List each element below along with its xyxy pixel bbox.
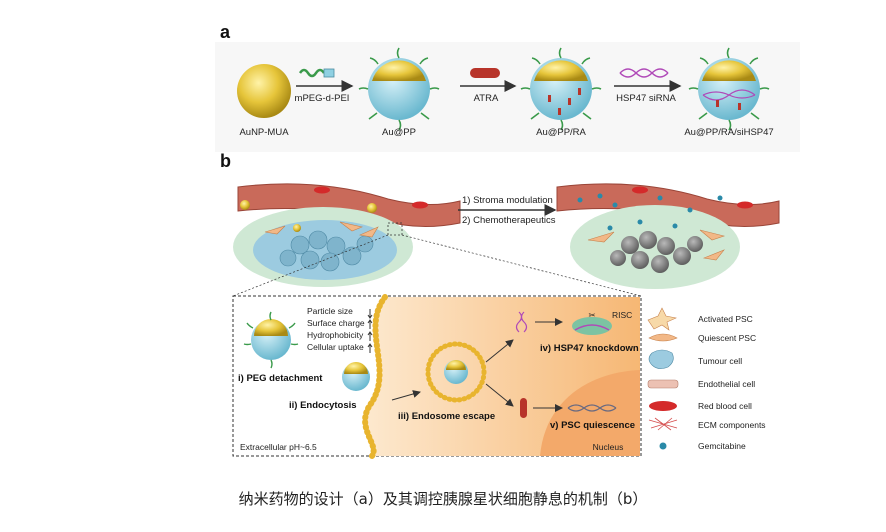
au-pp-ra-particle xyxy=(520,47,602,131)
property-hydrophobicity: Hydrophobicity xyxy=(307,330,364,340)
legend-icon-red-blood-cell xyxy=(649,401,677,411)
legend-endothelial-cell: Endothelial cell xyxy=(698,379,755,389)
arrow-label-atra: ATRA xyxy=(474,93,499,104)
risc-complex-icon xyxy=(572,317,612,335)
au-pp-ra-sihsp47-particle xyxy=(688,47,770,131)
tumour-scene-before xyxy=(233,183,461,287)
legend-activated-psc: Activated PSC xyxy=(698,314,753,324)
stage-psc-quiescence: v) PSC quiescence xyxy=(550,420,635,431)
aunp-mua-particle xyxy=(237,64,291,118)
peg-detachment-particle xyxy=(243,311,299,369)
endosome xyxy=(425,341,487,403)
mpeg-pei-polymer-icon xyxy=(298,68,335,78)
stage-endocytosis: ii) Endocytosis xyxy=(289,400,357,411)
legend-red-blood-cell: Red blood cell xyxy=(698,401,752,411)
legend-icon-gemcitabine xyxy=(659,442,667,450)
risc-label: RISC xyxy=(612,310,632,320)
legend-quiescent-psc: Quiescent PSC xyxy=(698,333,756,343)
nucleus-label: Nucleus xyxy=(593,442,624,452)
legend-icon-activated-psc xyxy=(647,307,677,331)
zoom-line-right xyxy=(401,234,642,297)
step-stroma-modulation: 1) Stroma modulation xyxy=(462,195,553,206)
property-surface-charge: Surface charge xyxy=(307,318,365,328)
legend-icon-ecm-components xyxy=(648,417,678,431)
nucleus-region xyxy=(540,370,640,456)
dna-icon xyxy=(567,404,617,412)
arrow-to-quiescence xyxy=(485,383,514,407)
particle-label-aunp-mua: AuNP-MUA xyxy=(239,127,289,138)
stage-hsp47-knockdown: iv) HSP47 knockdown xyxy=(540,343,639,354)
atra-capsule-icon xyxy=(470,68,500,78)
property-cellular-uptake: Cellular uptake xyxy=(307,342,364,352)
scissors-icon: ✂ xyxy=(588,310,596,320)
arrow-endosome-escape xyxy=(391,390,421,401)
au-pp-particle xyxy=(358,47,440,131)
legend-tumour-cell: Tumour cell xyxy=(698,356,742,366)
particle-label-au-pp-ra: Au@PP/RA xyxy=(536,127,586,138)
step-chemotherapeutics: 2) Chemotherapeutics xyxy=(462,215,556,226)
atra-molecule-icon xyxy=(520,398,527,418)
panel-a-label: a xyxy=(220,22,231,42)
property-particle-size: Particle size xyxy=(307,306,353,316)
panel-b-label: b xyxy=(220,151,231,171)
legend-ecm-components: ECM components xyxy=(698,420,766,430)
particle-label-au-pp: Au@PP xyxy=(382,127,416,138)
arrow-to-knockdown xyxy=(485,339,514,363)
stage-endosome-escape: iii) Endosome escape xyxy=(398,411,495,422)
figure-caption: 纳米药物的设计（a）及其调控胰腺星状细胞静息的机制（b） xyxy=(238,490,648,508)
arrow-label-mpeg: mPEG-d-PEI xyxy=(295,93,350,104)
arrow-label-sirna: HSP47 siRNA xyxy=(616,93,676,104)
sirna-strand-icon xyxy=(515,311,528,333)
legend-gemcitabine: Gemcitabine xyxy=(698,441,746,451)
sirna-helix-icon xyxy=(619,68,669,78)
particle-label-au-pp-ra-sihsp47: Au@PP/RA/siHSP47 xyxy=(684,127,773,138)
legend-icon-quiescent-psc xyxy=(648,333,678,342)
legend: Activated PSC Quiescent PSC Tumour cell … xyxy=(647,307,766,451)
extracellular-label: Extracellular pH~6.5 xyxy=(240,442,317,452)
property-arrows xyxy=(367,309,373,353)
cell-membrane xyxy=(362,294,388,459)
legend-icon-tumour-cell xyxy=(648,349,674,369)
tumour-scene-after xyxy=(556,183,780,289)
stage-peg-detachment: i) PEG detachment xyxy=(238,373,323,384)
endocytosis-particle xyxy=(342,362,370,391)
legend-icon-endothelial-cell xyxy=(647,379,679,389)
